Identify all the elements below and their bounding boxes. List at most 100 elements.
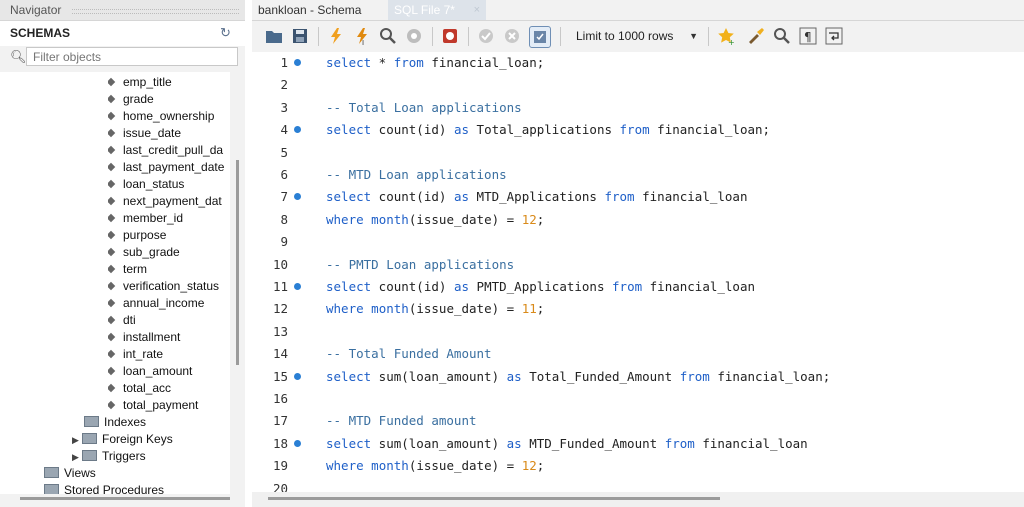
navigator-vertical-scrollbar[interactable] (236, 160, 239, 365)
column-diamond-icon (108, 196, 116, 206)
toolbar-separator (432, 27, 433, 46)
column-diamond-icon (108, 281, 116, 291)
code-line[interactable]: 6-- MTD Loan applications (252, 164, 1024, 186)
line-number: 4 (280, 122, 288, 138)
autocommit-icon[interactable] (529, 26, 551, 48)
save-icon[interactable] (290, 26, 310, 46)
code-text: -- Total Funded Amount (326, 346, 492, 362)
column-diamond-icon (108, 94, 116, 104)
statement-marker-icon (294, 372, 301, 380)
column-item[interactable]: verification_status (108, 279, 228, 296)
code-line[interactable]: 2 (252, 74, 1024, 96)
code-line[interactable]: 20 (252, 478, 1024, 492)
bookmark-icon[interactable]: + (716, 26, 736, 46)
line-number: 10 (272, 256, 288, 272)
column-item[interactable]: total_payment (108, 398, 228, 415)
column-item[interactable]: issue_date (108, 126, 228, 143)
tree-node-indexes[interactable]: Indexes (84, 415, 146, 432)
tree-node-views[interactable]: Views (44, 466, 96, 483)
code-line[interactable]: 14 -- Total Funded Amount (252, 343, 1024, 365)
stop-on-error-icon[interactable] (440, 26, 460, 46)
toolbar-separator (468, 27, 469, 46)
column-item[interactable]: term (108, 262, 228, 279)
column-item[interactable]: last_payment_date (108, 160, 228, 177)
column-item[interactable]: loan_amount (108, 364, 228, 381)
navigator-header: Navigator (0, 0, 245, 21)
line-number: 18 (272, 435, 288, 451)
column-diamond-icon (108, 383, 116, 393)
navigator-horizontal-scrollbar[interactable] (20, 497, 230, 500)
column-label: loan_amount (123, 364, 193, 378)
column-item[interactable]: int_rate (108, 347, 228, 364)
line-number: 14 (272, 346, 288, 362)
close-tab-icon[interactable]: × (473, 4, 480, 16)
filter-objects-input[interactable] (26, 47, 238, 66)
stop-icon[interactable] (404, 26, 424, 46)
expand-arrow-icon[interactable]: ▶ (72, 435, 79, 445)
invisible-chars-icon[interactable]: ¶ (798, 26, 818, 46)
column-item[interactable]: loan_status (108, 177, 228, 194)
column-label: total_payment (123, 398, 199, 412)
code-line[interactable]: 13 (252, 321, 1024, 343)
execute-current-icon[interactable]: I (352, 26, 372, 46)
column-item[interactable]: dti (108, 313, 228, 330)
tree-node-foreign-keys[interactable]: ▶Foreign Keys (72, 432, 173, 449)
column-item[interactable]: home_ownership (108, 109, 228, 126)
column-item[interactable]: next_payment_dat (108, 194, 228, 211)
tab-sql-file-7[interactable]: SQL File 7* × (388, 0, 486, 20)
folder-icon (84, 416, 99, 428)
code-text: -- MTD Loan applications (326, 167, 507, 182)
tree-node-triggers[interactable]: ▶Triggers (72, 449, 146, 466)
code-text: -- MTD Funded amount (326, 413, 477, 429)
code-line[interactable]: 3-- Total Loan applications (252, 97, 1024, 119)
column-item[interactable]: annual_income (108, 296, 228, 313)
column-item[interactable]: grade (108, 92, 228, 109)
toolbar-separator (560, 27, 561, 46)
column-item[interactable]: purpose (108, 228, 228, 245)
limit-rows-select[interactable]: Limit to 1000 rows ▼ (576, 27, 702, 46)
editor-horizontal-scrollbar[interactable] (268, 497, 720, 500)
expand-arrow-icon[interactable]: ▶ (72, 452, 79, 462)
beautify-icon[interactable] (746, 26, 766, 46)
refresh-icon[interactable]: ↻ (220, 25, 231, 40)
column-item[interactable]: installment (108, 330, 228, 347)
execute-icon[interactable] (326, 26, 346, 46)
explain-icon[interactable] (378, 26, 398, 46)
column-item[interactable]: emp_title (108, 75, 228, 92)
column-label: term (123, 262, 147, 276)
code-line[interactable]: 17-- MTD Funded amount (252, 410, 1024, 432)
tab-bankloan-schema[interactable]: bankloan - Schema (252, 0, 367, 20)
column-item[interactable]: sub_grade (108, 245, 228, 262)
open-folder-icon[interactable] (264, 26, 284, 46)
column-item[interactable]: member_id (108, 211, 228, 228)
code-line[interactable]: 5 (252, 142, 1024, 164)
panel-grip[interactable] (72, 9, 239, 14)
code-text: select sum(loan_amount) as Total_Funded_… (326, 368, 831, 384)
commit-icon[interactable] (476, 26, 496, 46)
column-item[interactable]: total_acc (108, 381, 228, 398)
schemas-label: SCHEMAS (10, 26, 71, 40)
wrap-icon[interactable] (824, 26, 844, 46)
rollback-icon[interactable] (502, 26, 522, 46)
tree-node-stored-procedures[interactable]: Stored Procedures (44, 483, 164, 494)
column-item[interactable]: last_credit_pull_da (108, 143, 228, 160)
toolbar-separator (708, 27, 709, 46)
column-diamond-icon (108, 332, 116, 342)
column-diamond-icon (108, 400, 116, 410)
code-line[interactable]: 9 (252, 231, 1024, 253)
code-line[interactable]: 16 (252, 388, 1024, 410)
column-diamond-icon (108, 77, 116, 87)
code-line[interactable]: 10-- PMTD Loan applications (252, 254, 1024, 276)
find-icon[interactable] (772, 26, 792, 46)
